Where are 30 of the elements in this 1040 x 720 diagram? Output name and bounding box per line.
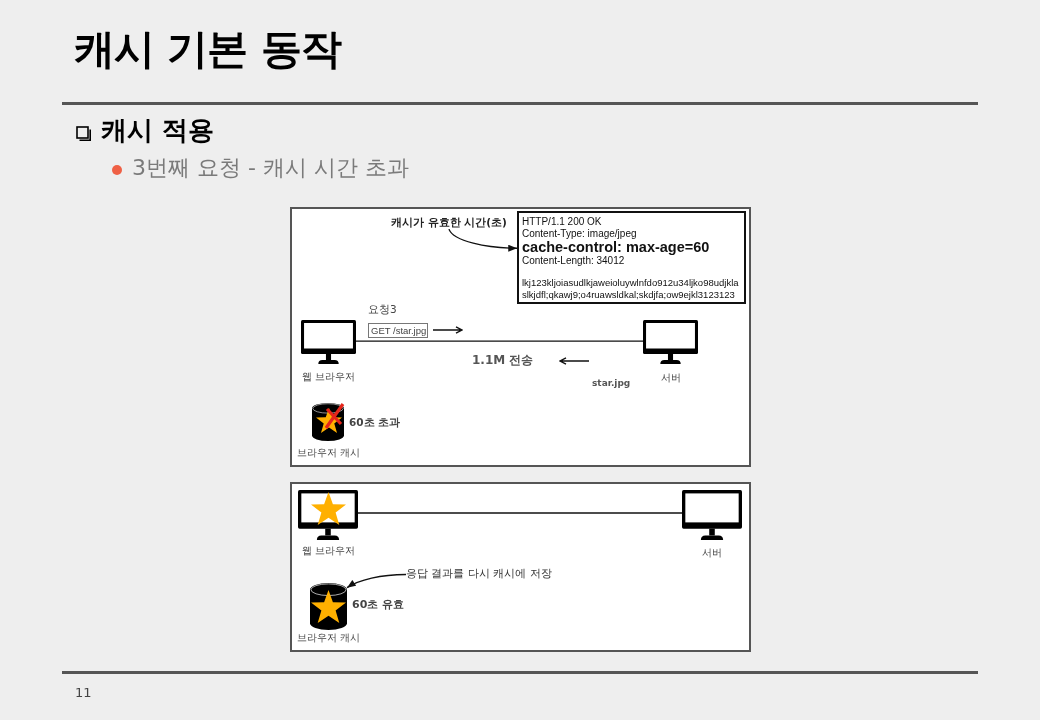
panel bbox=[290, 482, 751, 652]
curved-arrow bbox=[346, 573, 407, 589]
status-text: 60초 초과 bbox=[349, 416, 401, 430]
node-label: 브라우저 캐시 bbox=[296, 447, 360, 460]
transfer-label: 1.1M 전송 bbox=[472, 353, 534, 368]
node-label: 브라우저 캐시 bbox=[297, 632, 361, 645]
connector-line bbox=[355, 340, 644, 342]
node-label: 웹 브라우저 bbox=[302, 371, 356, 384]
header-line: Content-Type: image/jpeg bbox=[522, 227, 637, 239]
page-number: 11 bbox=[75, 685, 92, 702]
status-line: HTTP/1.1 200 OK bbox=[522, 216, 602, 228]
header-line: cache-control: max-age=60 bbox=[522, 239, 710, 255]
annotation-text: 캐시가 유효한 시간(초) bbox=[391, 216, 507, 230]
section-heading: 캐시 적용 bbox=[101, 114, 215, 147]
request-box: GET /star.jpg bbox=[368, 323, 428, 338]
node-label: 서버 bbox=[660, 372, 681, 385]
curved-arrow bbox=[448, 228, 518, 252]
annotation-text: 응답 결과를 다시 캐시에 저장 bbox=[406, 567, 552, 581]
status-text: 60초 유효 bbox=[352, 598, 405, 612]
title: 캐시 기본 동작 bbox=[74, 24, 341, 75]
file-label: star.jpg bbox=[592, 378, 631, 390]
header-line: Content-Length: 34012 bbox=[522, 255, 625, 267]
connector-line bbox=[357, 512, 683, 514]
node-label: 웹 브라우저 bbox=[301, 545, 355, 558]
response-box bbox=[517, 211, 746, 304]
panel bbox=[290, 207, 751, 467]
request-label: 요청3 bbox=[368, 303, 397, 317]
body-text: lkj123kljoiasudlkjaweioluywlnfdo912u34ljko98udjkla slkjdfl;qkawj9;o4ruawsldkal;skdjfa;ow9ejkl3123123 bbox=[522, 276, 740, 301]
bullet-text: 3번째 요청 - 캐시 시간 초과 bbox=[132, 154, 409, 182]
node-label: 서버 bbox=[702, 547, 722, 560]
